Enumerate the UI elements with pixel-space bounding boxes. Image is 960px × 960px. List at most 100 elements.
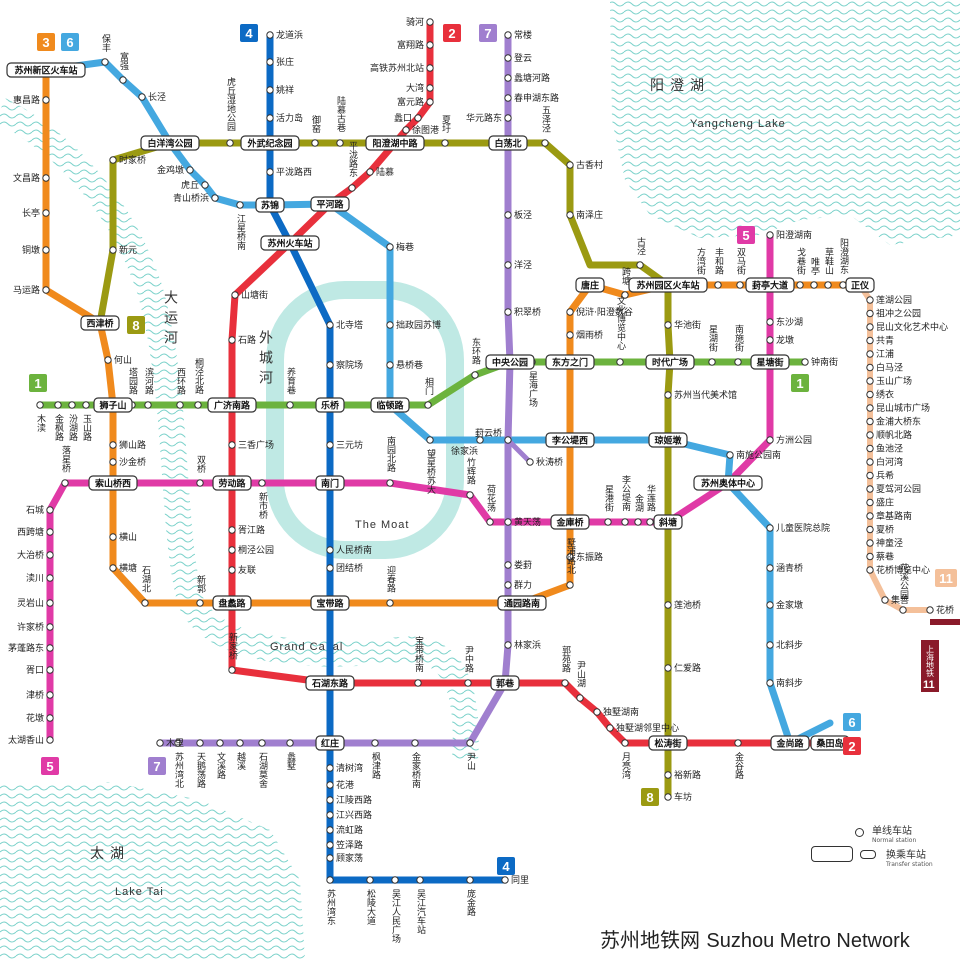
station[interactable]: 新家桥 [227, 631, 238, 660]
transfer-station-box[interactable] [6, 62, 86, 78]
station[interactable]: 草鞋山 [823, 246, 834, 274]
station-dot[interactable] [174, 739, 182, 747]
station-dot[interactable] [266, 168, 274, 176]
station-dot[interactable] [866, 404, 874, 412]
station[interactable]: 笠泽路 [336, 839, 363, 851]
line-6-route[interactable] [42, 58, 834, 747]
station[interactable]: 团结桥 [336, 562, 363, 574]
station-dot[interactable] [286, 739, 294, 747]
station-dot[interactable] [326, 876, 334, 884]
station[interactable]: 养育巷 [285, 366, 296, 394]
station[interactable]: 南泽庄 [576, 209, 603, 221]
station-dot[interactable] [42, 246, 50, 254]
station[interactable]: 张庄 [276, 56, 294, 68]
station[interactable]: 三香广场 [238, 439, 274, 451]
line-badge-4[interactable]: 4 [240, 24, 258, 42]
transfer-station[interactable]: 李公堤西 [545, 432, 595, 448]
station[interactable]: 富元路 [397, 96, 424, 108]
transfer-station[interactable]: 苏州火车站 [260, 235, 320, 251]
station[interactable]: 东沙湖 [776, 316, 803, 328]
station[interactable]: 花溪公园 [898, 562, 909, 600]
station-dot[interactable] [504, 114, 512, 122]
station[interactable]: 新郭 [195, 574, 206, 594]
station-dot[interactable] [866, 390, 874, 399]
station[interactable]: 积翠桥 [514, 306, 541, 318]
station-dot[interactable] [258, 739, 266, 747]
station-dot[interactable] [726, 451, 734, 459]
station[interactable]: 汾湖路 [67, 414, 78, 442]
station-dot[interactable] [228, 526, 236, 534]
station-dot[interactable] [101, 58, 109, 66]
line-badge-6[interactable]: 6 [843, 713, 861, 731]
station-dot[interactable] [326, 854, 334, 862]
transfer-station[interactable]: 宝带路 [310, 595, 350, 611]
station[interactable]: 春申湖东路 [514, 92, 559, 104]
station[interactable]: 蠡墅 [285, 751, 296, 770]
transfer-station-box[interactable] [93, 397, 133, 413]
station[interactable]: 灵岩山 [17, 597, 44, 609]
station[interactable]: 独墅湖南 [603, 706, 639, 718]
station-dot[interactable] [311, 139, 319, 147]
station[interactable]: 梅巷 [396, 241, 414, 253]
station[interactable]: 山塘街 [241, 289, 268, 301]
station[interactable]: 姚祥 [276, 84, 294, 96]
station[interactable]: 洋泾 [514, 259, 532, 271]
station-dot[interactable] [766, 564, 774, 572]
transfer-station[interactable]: 金尚路 [770, 735, 810, 751]
station-dot[interactable] [566, 553, 574, 561]
station-dot[interactable] [326, 781, 334, 789]
station[interactable]: 共青 [876, 335, 894, 347]
transfer-station-box[interactable] [545, 354, 595, 370]
transfer-station[interactable]: 平河路 [310, 196, 350, 212]
station[interactable]: 茅蓬路东 [8, 642, 44, 654]
station-dot[interactable] [561, 679, 569, 687]
station-dot[interactable] [866, 431, 874, 439]
station[interactable]: 高铁苏州北站 [370, 62, 424, 74]
station-dot[interactable] [566, 331, 574, 339]
station-dot[interactable] [866, 363, 874, 372]
transfer-station-box[interactable] [653, 514, 683, 530]
station[interactable]: 横塘 [119, 562, 137, 574]
station-dot[interactable] [464, 679, 472, 687]
station-dot[interactable] [766, 231, 774, 239]
station-dot[interactable] [286, 401, 294, 409]
station-dot[interactable] [766, 318, 774, 326]
station[interactable]: 独墅湖邻里中心 [616, 722, 679, 734]
station-dot[interactable] [366, 168, 374, 176]
transfer-station[interactable]: 苏州新区火车站 [6, 62, 86, 78]
transfer-station[interactable]: 葑亭大道 [745, 277, 795, 293]
station[interactable]: 惠昌路 [13, 94, 40, 106]
station[interactable]: 文化博览中心 [615, 295, 626, 350]
station[interactable]: 江浦 [876, 348, 894, 360]
station[interactable]: 华元路东 [466, 112, 502, 124]
station[interactable]: 裕新路 [674, 769, 701, 781]
station[interactable]: 跨塘 [620, 267, 631, 286]
station-dot[interactable] [426, 41, 434, 49]
station[interactable]: 金湖 [633, 493, 644, 513]
transfer-station-box[interactable] [315, 735, 345, 751]
station-dot[interactable] [236, 201, 244, 209]
transfer-station-box[interactable] [240, 135, 300, 151]
station-dot[interactable] [801, 358, 809, 366]
transfer-station[interactable]: 外武纪念园 [240, 135, 300, 151]
station[interactable]: 群力 [514, 579, 532, 591]
station[interactable]: 流虹路 [336, 824, 363, 836]
station[interactable]: 西环路 [175, 367, 186, 395]
station[interactable]: 越溪 [235, 751, 246, 771]
station[interactable]: 新市桥 [257, 491, 268, 520]
station[interactable]: 星湖街 [707, 324, 718, 352]
station[interactable]: 祖冲之公园 [876, 308, 921, 320]
station[interactable]: 仁爱路 [674, 662, 701, 674]
station[interactable]: 夏桥 [876, 524, 894, 536]
station-dot[interactable] [426, 436, 434, 444]
station-dot[interactable] [326, 564, 334, 572]
station-dot[interactable] [504, 561, 512, 569]
station-dot[interactable] [734, 358, 742, 366]
station[interactable]: 神童泾 [876, 537, 903, 549]
transfer-station[interactable]: 南门 [315, 475, 345, 491]
station-dot[interactable] [576, 694, 584, 702]
station[interactable]: 集善 [891, 594, 909, 606]
station-dot[interactable] [46, 623, 54, 631]
transfer-station[interactable]: 星塘街 [750, 354, 790, 370]
station-dot[interactable] [824, 281, 832, 289]
